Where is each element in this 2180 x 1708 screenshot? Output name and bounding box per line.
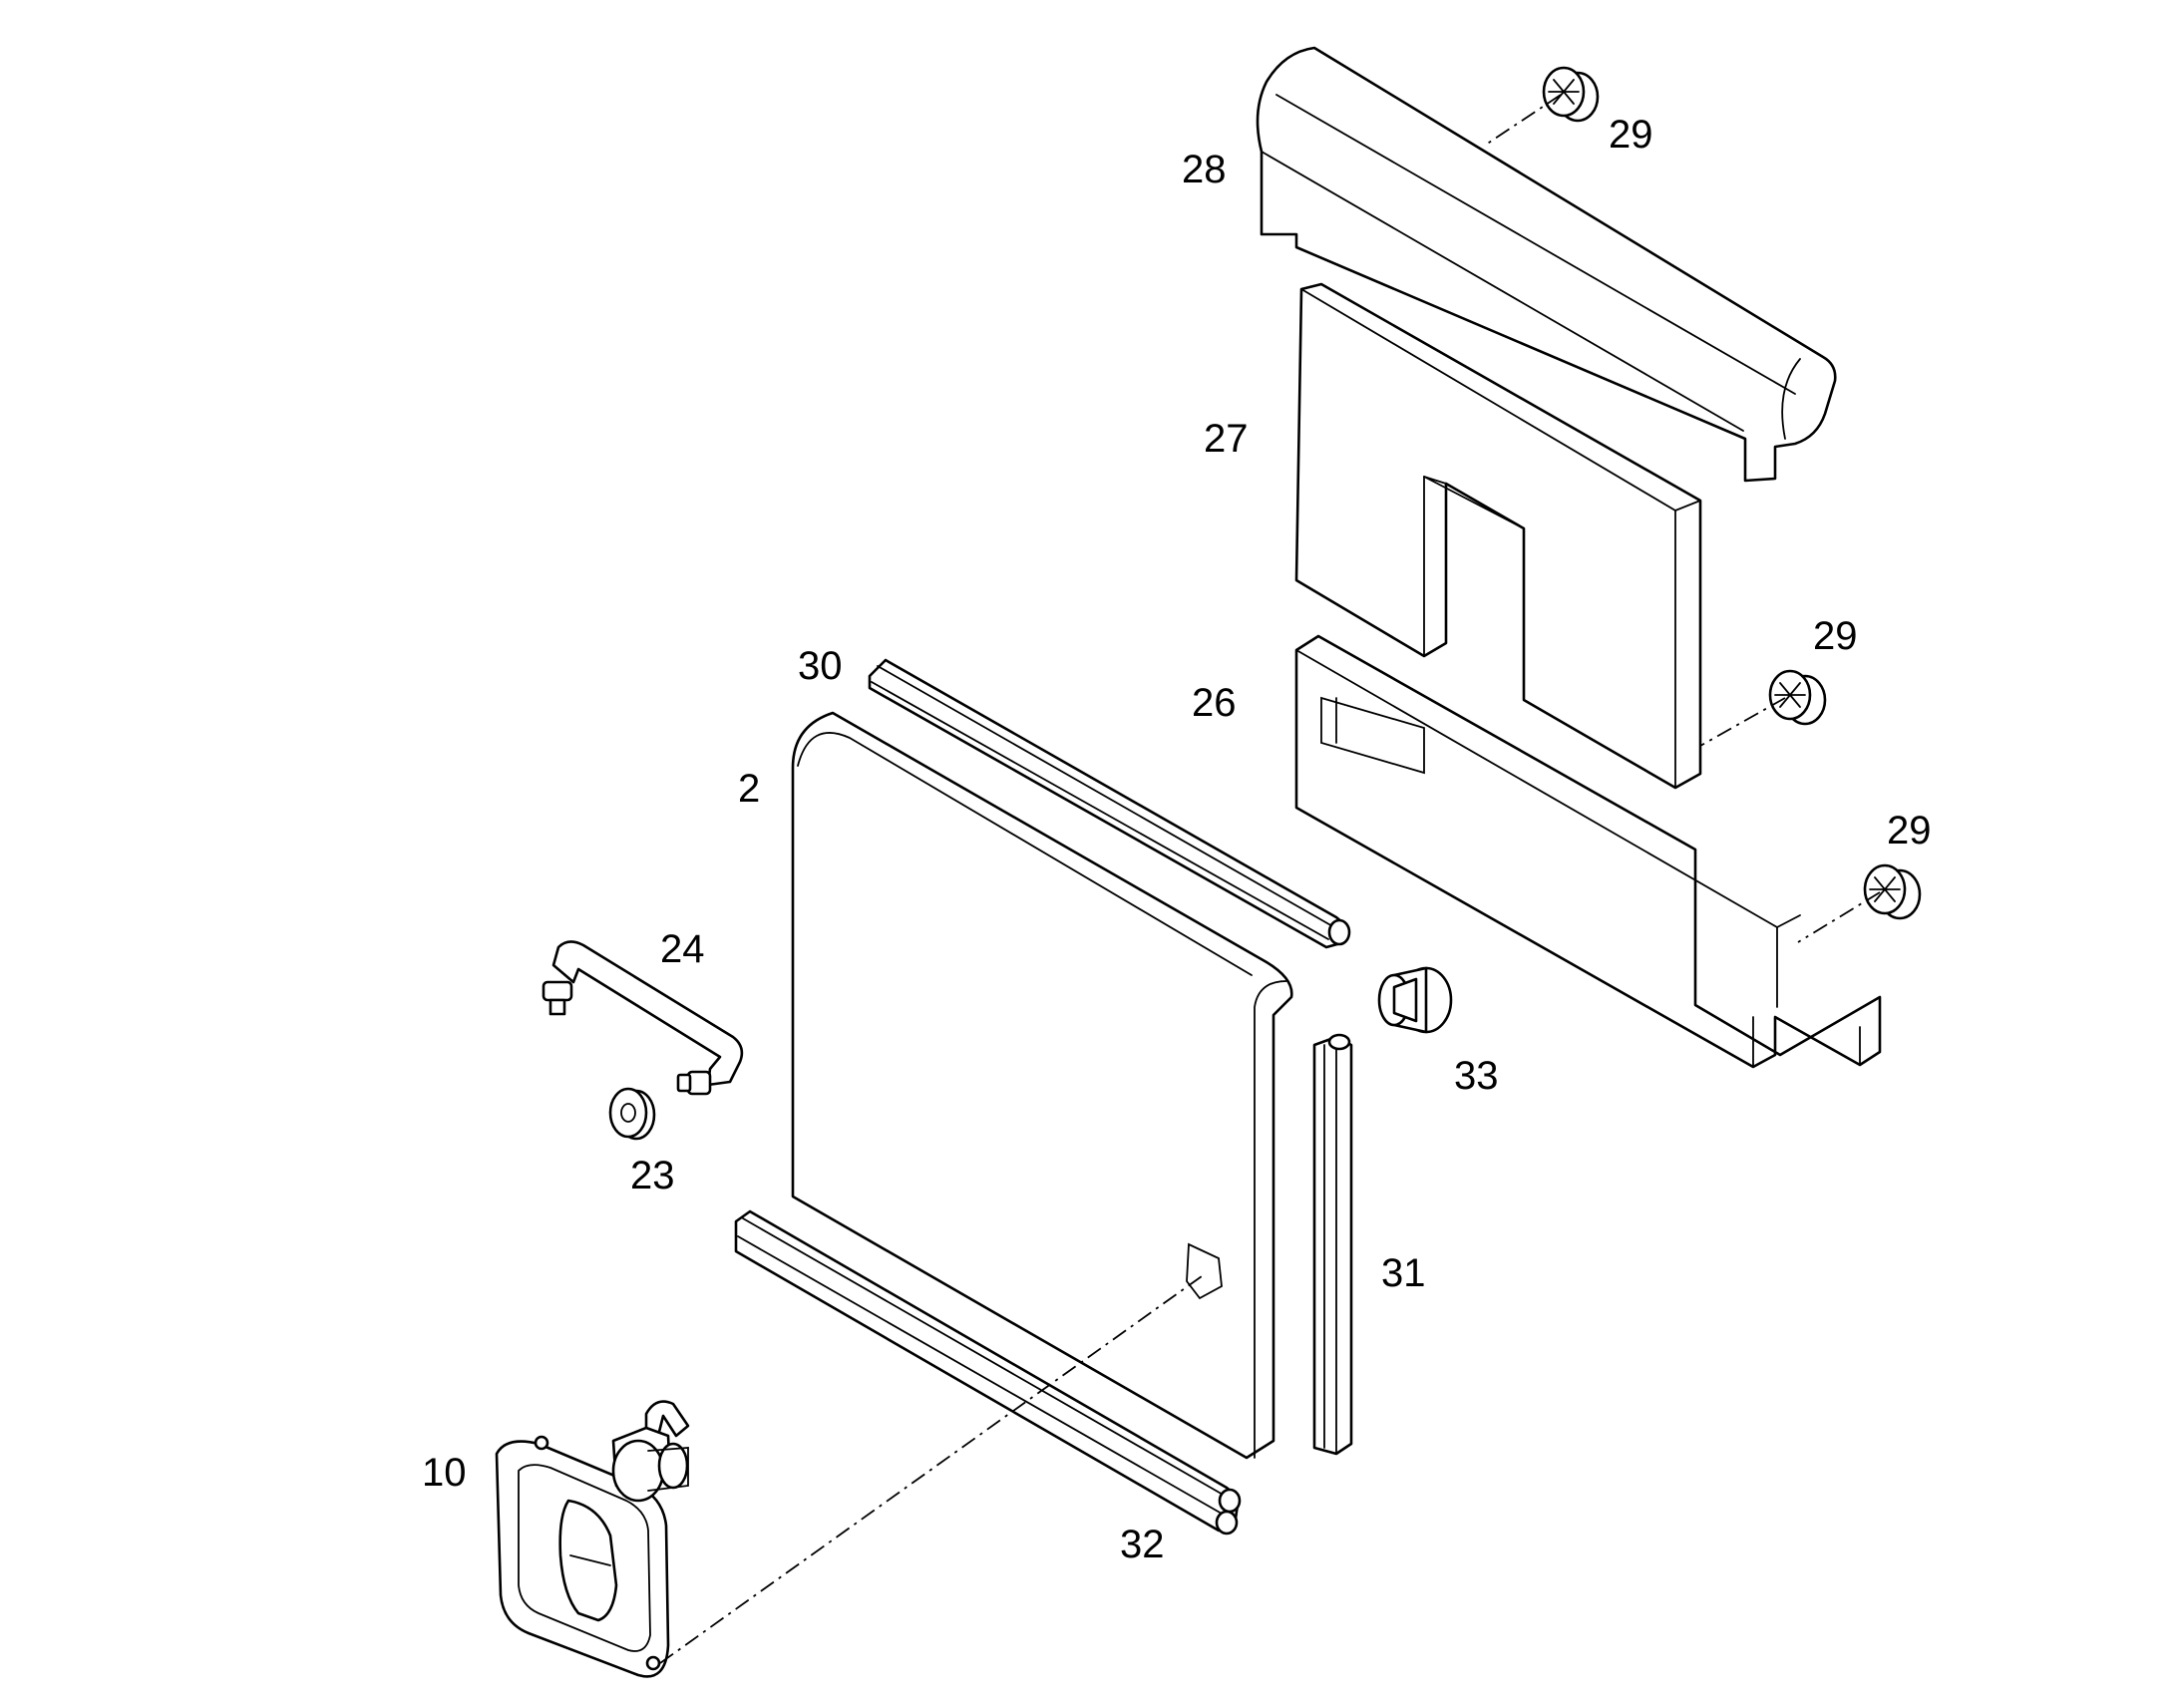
callout-23: 23 <box>630 1154 675 1197</box>
assembly-leader-lines <box>659 94 1881 1664</box>
screw <box>1542 66 1600 123</box>
callout-33: 33 <box>1454 1054 1499 1098</box>
screw <box>1863 863 1922 920</box>
bumper-stop <box>1377 966 1453 1034</box>
washer <box>608 1087 656 1141</box>
callout-10: 10 <box>422 1451 467 1495</box>
top-seal-strip <box>868 658 1351 949</box>
lock-rod <box>542 940 744 1096</box>
callout-29-low: 29 <box>1887 809 1932 853</box>
side-seal-strip <box>1312 1033 1353 1456</box>
callout-30: 30 <box>798 644 843 688</box>
bottom-rail <box>1294 634 1882 1069</box>
door-panel <box>791 711 1293 1460</box>
bottom-seal-strip <box>734 1209 1242 1536</box>
notched-panel <box>1294 282 1702 790</box>
screw <box>1768 669 1827 726</box>
leader-screw-top <box>1485 94 1562 146</box>
latch-handle <box>495 1400 690 1678</box>
callout-26: 26 <box>1192 681 1237 725</box>
callout-labels: 28 29 27 29 26 29 30 2 24 33 23 31 10 32 <box>422 113 1932 1566</box>
callout-31: 31 <box>1381 1251 1426 1295</box>
callout-24: 24 <box>660 927 705 971</box>
callout-2: 2 <box>738 767 760 811</box>
top-cap <box>1256 46 1837 483</box>
callout-29-mid: 29 <box>1813 614 1858 658</box>
leader-screw-mid <box>1699 697 1786 747</box>
callout-28: 28 <box>1182 148 1227 191</box>
callout-29-top: 29 <box>1609 113 1653 157</box>
callout-27: 27 <box>1204 417 1249 461</box>
callout-32: 32 <box>1120 1523 1165 1566</box>
leader-latch <box>659 1275 1203 1664</box>
leader-screw-low <box>1797 891 1881 943</box>
